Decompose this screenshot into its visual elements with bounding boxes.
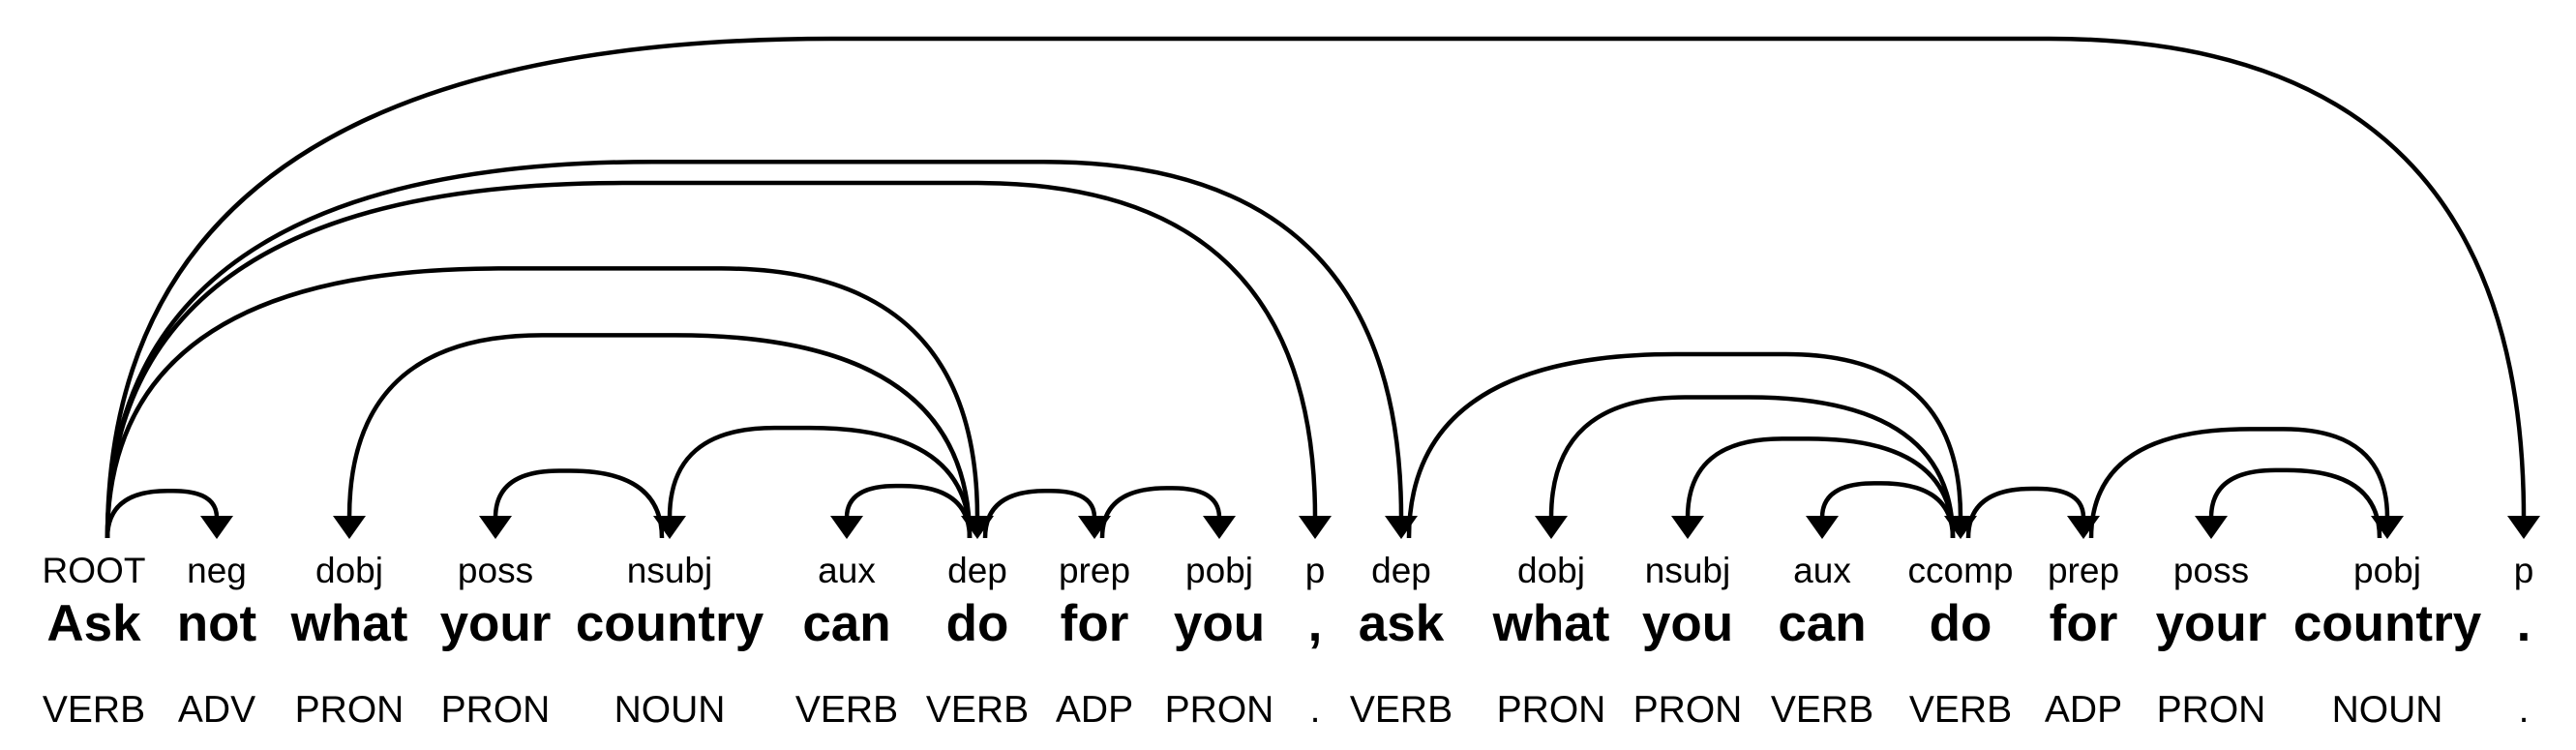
dep-label: prep (1058, 551, 1131, 590)
word: country (575, 595, 764, 652)
arrowhead-poss (479, 516, 512, 539)
pos-label: PRON (294, 689, 404, 731)
pos-label: . (2518, 689, 2530, 731)
arrowhead-dobj (333, 516, 366, 539)
pos-label: PRON (440, 689, 551, 731)
word: your (2155, 595, 2267, 652)
word: what (1492, 595, 1610, 652)
dependency-arc-ccomp (1406, 351, 1963, 539)
pos-label: VERB (1908, 689, 2013, 731)
dependency-arc-poss (2208, 467, 2382, 539)
word: what (290, 595, 408, 652)
dependency-arc-pobj (2088, 427, 2390, 539)
pos-label: VERB (42, 689, 146, 731)
dep-label: pobj (2353, 551, 2421, 590)
word: , (1307, 595, 1323, 652)
dep-label: poss (457, 551, 534, 590)
word: do (1929, 595, 1992, 652)
pos-label: PRON (2156, 689, 2266, 731)
arrowhead-prep (2067, 516, 2100, 539)
arrowhead-pobj (1203, 516, 1236, 539)
pos-label: NOUN (614, 689, 726, 731)
dep-label: dep (1371, 551, 1431, 590)
pos-label: ADP (2044, 689, 2123, 731)
arrowhead-p (1299, 516, 1332, 539)
word: your (439, 595, 552, 652)
dependency-arc-p (105, 36, 2527, 539)
arrowhead-p (2507, 516, 2540, 539)
word: not (176, 595, 257, 652)
arrowhead-dep (1385, 516, 1418, 539)
pos-label: VERB (1349, 689, 1453, 731)
dependency-arc-nsubj (667, 425, 973, 539)
dependency-arc-aux (844, 483, 973, 539)
dependency-arc-dep (105, 266, 980, 539)
dependency-arc-dobj (346, 333, 973, 539)
pos-label: VERB (1770, 689, 1874, 731)
dep-label: p (2513, 551, 2534, 590)
dependency-arc-aux (1819, 481, 1956, 539)
arrowhead-poss (2195, 516, 2228, 539)
dep-label: neg (187, 551, 247, 590)
word: ask (1358, 595, 1445, 652)
dep-label: dep (947, 551, 1007, 590)
arrowhead-aux (1806, 516, 1839, 539)
dep-label: dobj (315, 551, 383, 590)
word: you (1641, 595, 1734, 652)
arrowhead-dobj (1535, 516, 1568, 539)
word: country (2292, 595, 2482, 652)
dependency-arc-prep (982, 488, 1097, 539)
pos-label: ADP (1055, 689, 1134, 731)
dep-label: p (1304, 551, 1326, 590)
dep-label: nsubj (626, 551, 713, 590)
arrowhead-nsubj (1671, 516, 1704, 539)
dep-label: aux (1793, 551, 1851, 590)
pos-label: VERB (794, 689, 899, 731)
word: for (2049, 595, 2118, 652)
dep-label: dobj (1517, 551, 1585, 590)
dependency-arc-nsubj (1685, 436, 1956, 539)
arrowhead-aux (830, 516, 863, 539)
arrowhead-neg (200, 516, 233, 539)
word: do (945, 595, 1009, 652)
dependency-arc-prep (1965, 486, 2086, 539)
dependency-arc-pobj (1099, 486, 1222, 539)
word: can (802, 595, 891, 652)
pos-label: NOUN (2331, 689, 2443, 731)
dep-label: ccomp (1907, 551, 2014, 590)
dependency-arc-poss (493, 468, 665, 539)
dep-label: nsubj (1644, 551, 1731, 590)
dependency-arc-dobj (1548, 395, 1956, 539)
pos-label: PRON (1164, 689, 1274, 731)
pos-label: VERB (925, 689, 1030, 731)
dependency-arc-p (105, 180, 1318, 539)
pos-label: PRON (1496, 689, 1606, 731)
word: Ask (46, 595, 141, 652)
pos-label: . (1309, 689, 1321, 731)
word: you (1173, 595, 1266, 652)
pos-label: PRON (1632, 689, 1743, 731)
dep-label: pobj (1185, 551, 1253, 590)
word: can (1778, 595, 1867, 652)
word: . (2516, 595, 2531, 652)
dep-label: ROOT (42, 551, 146, 590)
pos-label: ADV (177, 689, 256, 731)
dependency-arc-neg (105, 488, 220, 539)
word: for (1060, 595, 1129, 652)
dep-label: aux (818, 551, 876, 590)
dependency-arc-dep (105, 159, 1404, 539)
dep-label: prep (2047, 551, 2120, 590)
dep-label: poss (2172, 551, 2250, 590)
